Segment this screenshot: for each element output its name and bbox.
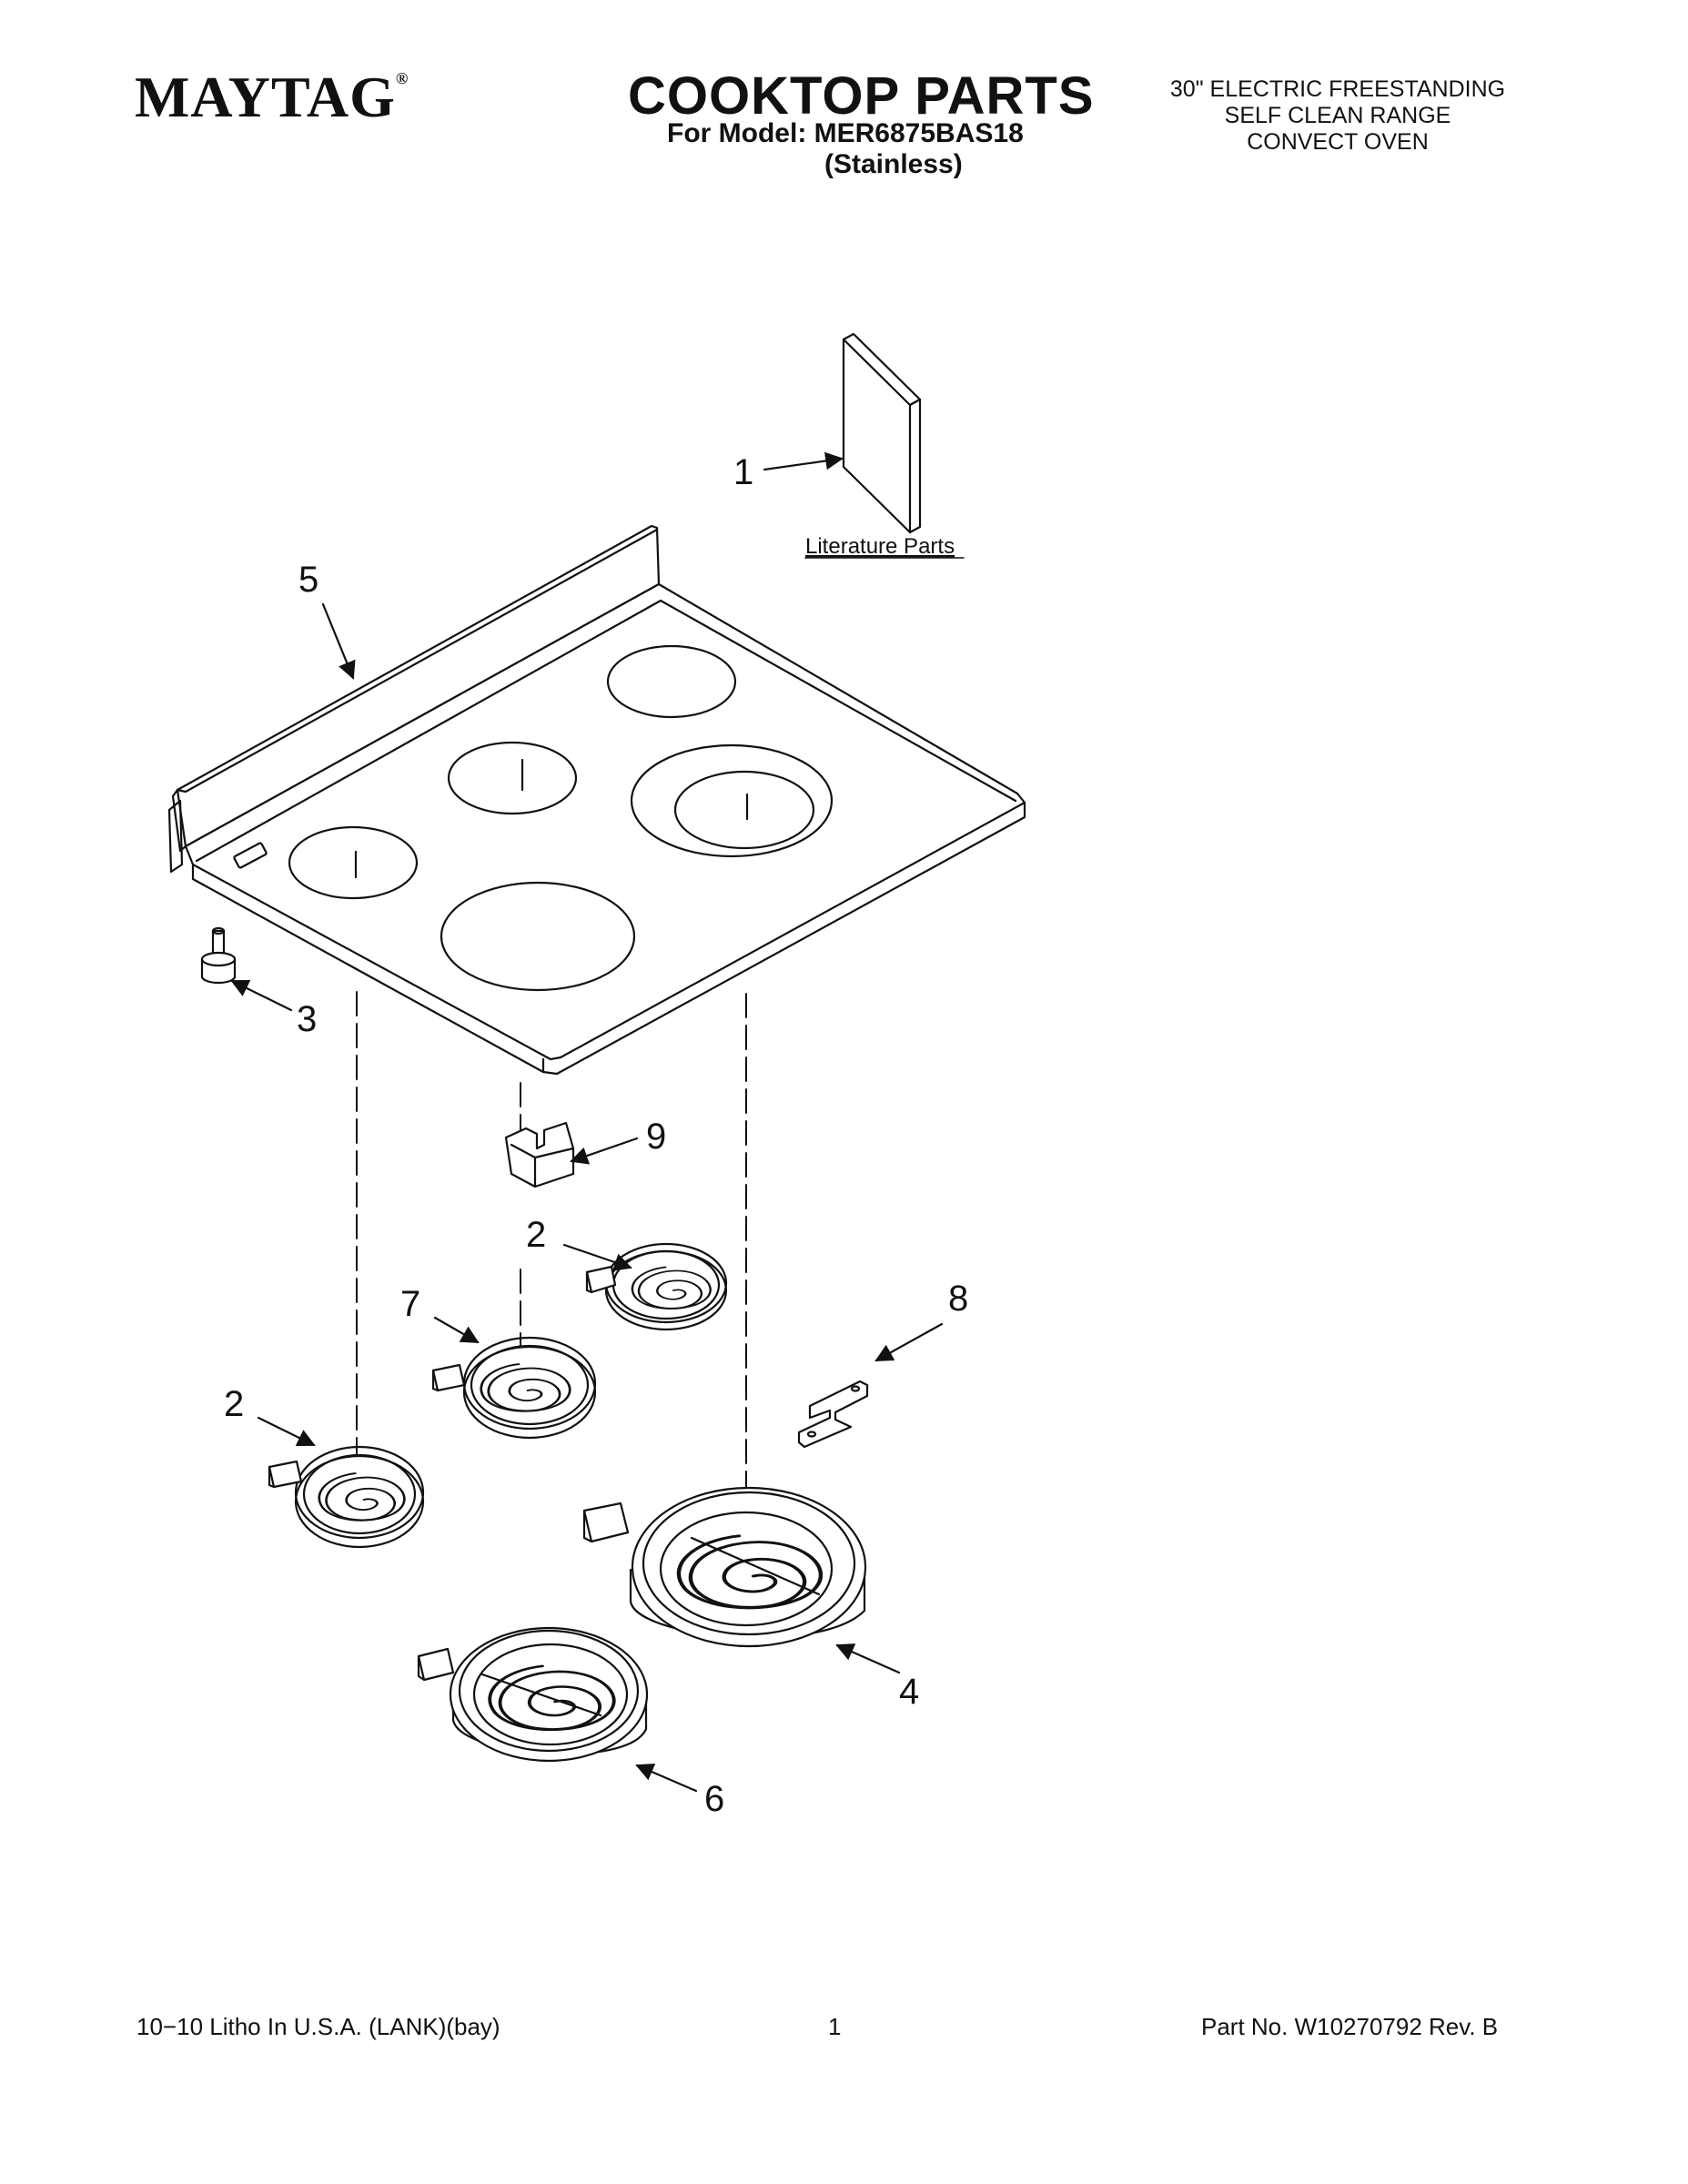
surface-element-large	[417, 1626, 649, 1763]
leader-8	[874, 1322, 944, 1362]
callout-7: 7	[400, 1284, 420, 1324]
description-line-3: CONVECT OVEN	[1247, 129, 1429, 155]
description-line-1: 30" ELECTRIC FREESTANDING	[1169, 76, 1506, 102]
burner-ring-left-rear	[288, 825, 419, 900]
brand-logo: MAYTAG®	[135, 64, 409, 131]
leader-2-upper	[562, 1243, 632, 1271]
callout-8: 8	[948, 1279, 968, 1319]
callout-1: 1	[733, 452, 753, 492]
leader-3	[230, 979, 293, 1012]
callout-9: 9	[646, 1117, 666, 1157]
leader-7	[433, 1316, 480, 1344]
burner-ring-center-rear	[447, 741, 578, 815]
leader-5	[321, 602, 356, 680]
callout-3: 3	[297, 999, 317, 1039]
footer-litho: 10−10 Litho In U.S.A. (LANK)(bay)	[136, 2013, 500, 2040]
registered-mark: ®	[395, 69, 409, 87]
cooktop-panel	[167, 524, 1026, 1076]
model-line: For Model: MER6875BAS18	[667, 118, 1024, 148]
leader-4	[835, 1643, 901, 1674]
part-number: Part No. W10270792 Rev. B	[1201, 2013, 1499, 2040]
finish-label: (Stainless)	[824, 149, 963, 179]
callout-6: 6	[704, 1779, 724, 1819]
leader-1	[763, 451, 844, 471]
product-description: 30" ELECTRIC FREESTANDING SELF CLEAN RAN…	[1128, 76, 1547, 156]
burner-ring-right-rear	[606, 644, 737, 719]
leader-6	[635, 1763, 698, 1793]
surface-element-small-upper	[585, 1242, 728, 1331]
page-title: COOKTOP PARTS	[628, 66, 1095, 126]
mounting-bracket	[797, 1380, 869, 1449]
leveling-leg	[200, 926, 237, 985]
surface-element-medium	[431, 1336, 597, 1440]
leader-9	[570, 1137, 639, 1165]
surface-element-small-lower	[268, 1445, 425, 1549]
burner-ring-dual-outer	[630, 743, 834, 858]
literature-book	[842, 332, 922, 534]
brand-name: MAYTAG	[135, 65, 396, 129]
callout-4: 4	[899, 1672, 919, 1712]
leader-2-lower	[257, 1416, 316, 1447]
callout-2-lower: 2	[224, 1384, 244, 1424]
literature-parts-label: Literature Parts	[805, 534, 955, 559]
callout-5: 5	[298, 560, 318, 600]
surface-element-large-dual	[582, 1486, 867, 1648]
burner-ring-dual-inner	[673, 770, 815, 850]
spacer-block	[504, 1121, 575, 1188]
callout-2-upper: 2	[526, 1215, 546, 1255]
description-line-2: SELF CLEAN RANGE	[1224, 103, 1451, 128]
page-number: 1	[828, 2013, 842, 2040]
burner-ring-left-front	[440, 881, 636, 992]
